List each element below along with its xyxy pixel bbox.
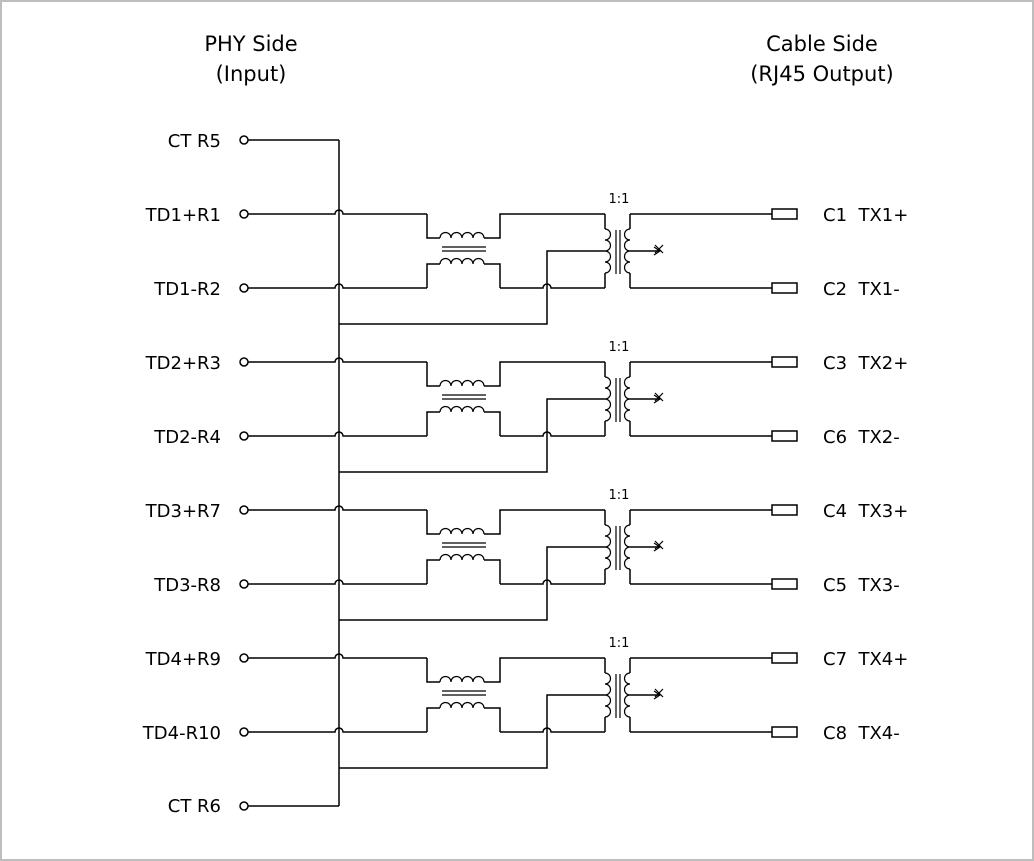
choke-bot-coil-3 — [439, 553, 485, 561]
choke-top-coil-3 — [439, 527, 485, 535]
cable-side-title: Cable Side — [766, 32, 878, 56]
phy-side-subtitle: (Input) — [216, 62, 287, 86]
no-connect-mark-1 — [654, 244, 664, 254]
td2-plus-wire — [248, 357, 427, 363]
choke-bot-coil-2 — [439, 405, 485, 413]
choke-top-out-wire-3 — [484, 509, 605, 535]
rj45-pin-tx2-plus — [771, 356, 798, 368]
pin-terminal-td3-minus — [239, 579, 249, 589]
center-tap-wire-1 — [339, 250, 605, 325]
pin-label-ct-r6: CT R6 — [168, 796, 221, 817]
no-connect-mark-2 — [654, 392, 664, 402]
xfmr-primary-coil-2 — [604, 376, 612, 422]
rj45-pin-tx4-minus — [771, 726, 798, 738]
choke-bot-in-wire-3 — [426, 559, 440, 584]
phy-side-title: PHY Side — [204, 32, 297, 56]
ratio-label-4: 1:1 — [609, 636, 630, 651]
center-tap-wire-4 — [339, 694, 605, 769]
center-tap-wire-2 — [339, 398, 605, 473]
td3-minus-wire — [248, 579, 427, 585]
pin-label-td2-minus: TD2-R4 — [153, 427, 221, 448]
xfmr-primary-coil-4 — [604, 672, 612, 718]
choke-top-coil-4 — [439, 675, 485, 683]
pin-label-td4-minus: TD4-R10 — [142, 723, 221, 744]
secondary-ct-arrow-4 — [653, 690, 662, 700]
pin-label-td3-minus: TD3-R8 — [153, 575, 221, 596]
pin-label-c6-tx2-minus: C6 TX2- — [823, 427, 900, 448]
pin-label-td3-plus: TD3+R7 — [145, 501, 221, 522]
cable-side-subtitle: (RJ45 Output) — [750, 62, 894, 86]
choke-top-out-wire-2 — [484, 361, 605, 387]
ratio-label-3: 1:1 — [609, 488, 630, 503]
choke-bot-out-wire-2 — [484, 411, 501, 436]
pin-label-c5-tx3-minus: C5 TX3- — [823, 575, 900, 596]
ratio-label-1: 1:1 — [609, 192, 630, 207]
left-pin-labels: CT R5 TD1+R1 TD1-R2 TD2+R3 TD2-R4 TD3+R7… — [142, 131, 221, 817]
xfmr-primary-coil-3 — [604, 524, 612, 570]
td1-minus-wire — [248, 283, 427, 289]
choke-bot-out-wire-1 — [484, 263, 501, 288]
choke-top-in-wire-3 — [426, 510, 440, 535]
pin-label-ct-r5: CT R5 — [168, 131, 221, 152]
pin-terminal-td2-minus — [239, 431, 249, 441]
secondary-ct-arrow-2 — [653, 394, 662, 404]
ratio-label-2: 1:1 — [609, 340, 630, 355]
circuit-wiring — [239, 135, 798, 811]
choke-bot-in-wire-1 — [426, 263, 440, 288]
pin-label-c1-tx1-plus: C1 TX1+ — [823, 205, 908, 226]
pin-terminal-ct-r5 — [239, 135, 249, 145]
choke-top-out-wire-1 — [484, 213, 605, 239]
choke-top-in-wire-4 — [426, 658, 440, 683]
choke-bot-in-wire-4 — [426, 707, 440, 732]
pin-terminal-td2-plus — [239, 357, 249, 367]
choke-bot-out-wire-3 — [484, 559, 501, 584]
pin-terminal-td4-plus — [239, 653, 249, 663]
no-connect-mark-3 — [654, 540, 664, 550]
right-pin-labels: C1 TX1+ C2 TX1- C3 TX2+ C6 TX2- C4 TX3+ … — [823, 205, 908, 744]
rj45-pin-tx4-plus — [771, 652, 798, 664]
pin-label-td1-minus: TD1-R2 — [153, 279, 221, 300]
td1-plus-wire — [248, 209, 427, 215]
pin-label-td4-plus: TD4+R9 — [145, 649, 221, 670]
rj45-pin-tx3-plus — [771, 504, 798, 516]
pin-terminal-ct-r6 — [239, 801, 249, 811]
rj45-pin-tx2-minus — [771, 430, 798, 442]
pin-label-td2-plus: TD2+R3 — [145, 353, 221, 374]
rj45-pin-tx1-plus — [771, 208, 798, 220]
pin-label-c2-tx1-minus: C2 TX1- — [823, 279, 900, 300]
xfmr-primary-coil-1 — [604, 228, 612, 274]
choke-top-coil-1 — [439, 231, 485, 239]
choke-top-in-wire-2 — [426, 362, 440, 387]
secondary-ct-arrow-1 — [653, 246, 662, 256]
pin-terminal-td4-minus — [239, 727, 249, 737]
secondary-ct-arrow-3 — [653, 542, 662, 552]
pin-terminal-td1-minus — [239, 283, 249, 293]
choke-top-in-wire-1 — [426, 214, 440, 239]
pin-label-td1-plus: TD1+R1 — [145, 205, 221, 226]
td4-minus-wire — [248, 727, 427, 733]
rj45-pin-tx1-minus — [771, 282, 798, 294]
pin-label-c3-tx2-plus: C3 TX2+ — [823, 353, 908, 374]
pin-label-c8-tx4-minus: C8 TX4- — [823, 723, 900, 744]
pin-terminal-td1-plus — [239, 209, 249, 219]
td4-plus-wire — [248, 653, 427, 659]
rj45-pin-tx3-minus — [771, 578, 798, 590]
choke-bot-coil-4 — [439, 701, 485, 709]
pin-label-c7-tx4-plus: C7 TX4+ — [823, 649, 908, 670]
transformer-ratio-labels: 1:1 1:1 1:1 1:1 — [609, 192, 630, 651]
choke-bot-out-wire-4 — [484, 707, 501, 732]
no-connect-mark-4 — [654, 688, 664, 698]
td3-plus-wire — [248, 505, 427, 511]
choke-top-coil-2 — [439, 379, 485, 387]
choke-bot-coil-1 — [439, 257, 485, 265]
pin-label-c4-tx3-plus: C4 TX3+ — [823, 501, 908, 522]
choke-top-out-wire-4 — [484, 657, 605, 683]
choke-bot-in-wire-2 — [426, 411, 440, 436]
pin-terminal-td3-plus — [239, 505, 249, 515]
td2-minus-wire — [248, 431, 427, 437]
center-tap-wire-3 — [339, 546, 605, 621]
